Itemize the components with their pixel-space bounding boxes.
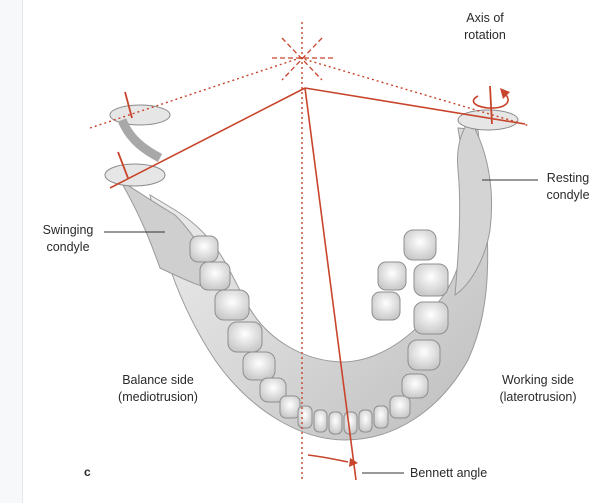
balance-side-label: Balance side (mediotrusion)	[108, 372, 208, 406]
working-side-line1: Working side	[486, 372, 590, 389]
bennett-angle-label: Bennett angle	[410, 465, 487, 482]
axis-of-rotation-label: Axis of rotation	[455, 10, 515, 44]
swinging-condyle-neck-upper	[122, 120, 160, 158]
axis-of-rotation-line2: rotation	[455, 27, 515, 44]
working-side-line2: (laterotrusion)	[486, 389, 590, 406]
solid-swing-line	[110, 88, 305, 188]
resting-condyle-line2: condyle	[540, 187, 596, 204]
resting-condyle-label: Resting condyle	[540, 170, 596, 204]
axis-of-rotation-line1: Axis of	[455, 10, 515, 27]
working-side-label: Working side (laterotrusion)	[486, 372, 590, 406]
swinging-condyle-line2: condyle	[36, 239, 100, 256]
swinging-condyle-line1: Swinging	[36, 222, 100, 239]
bennett-angle-arc	[308, 455, 348, 462]
resting-condyle-line1: Resting	[540, 170, 596, 187]
balance-side-line1: Balance side	[108, 372, 208, 389]
rotation-arrowhead-icon	[500, 88, 510, 99]
panel-letter: c	[84, 464, 91, 481]
swinging-condyle-label: Swinging condyle	[36, 222, 100, 256]
balance-side-line2: (mediotrusion)	[108, 389, 208, 406]
